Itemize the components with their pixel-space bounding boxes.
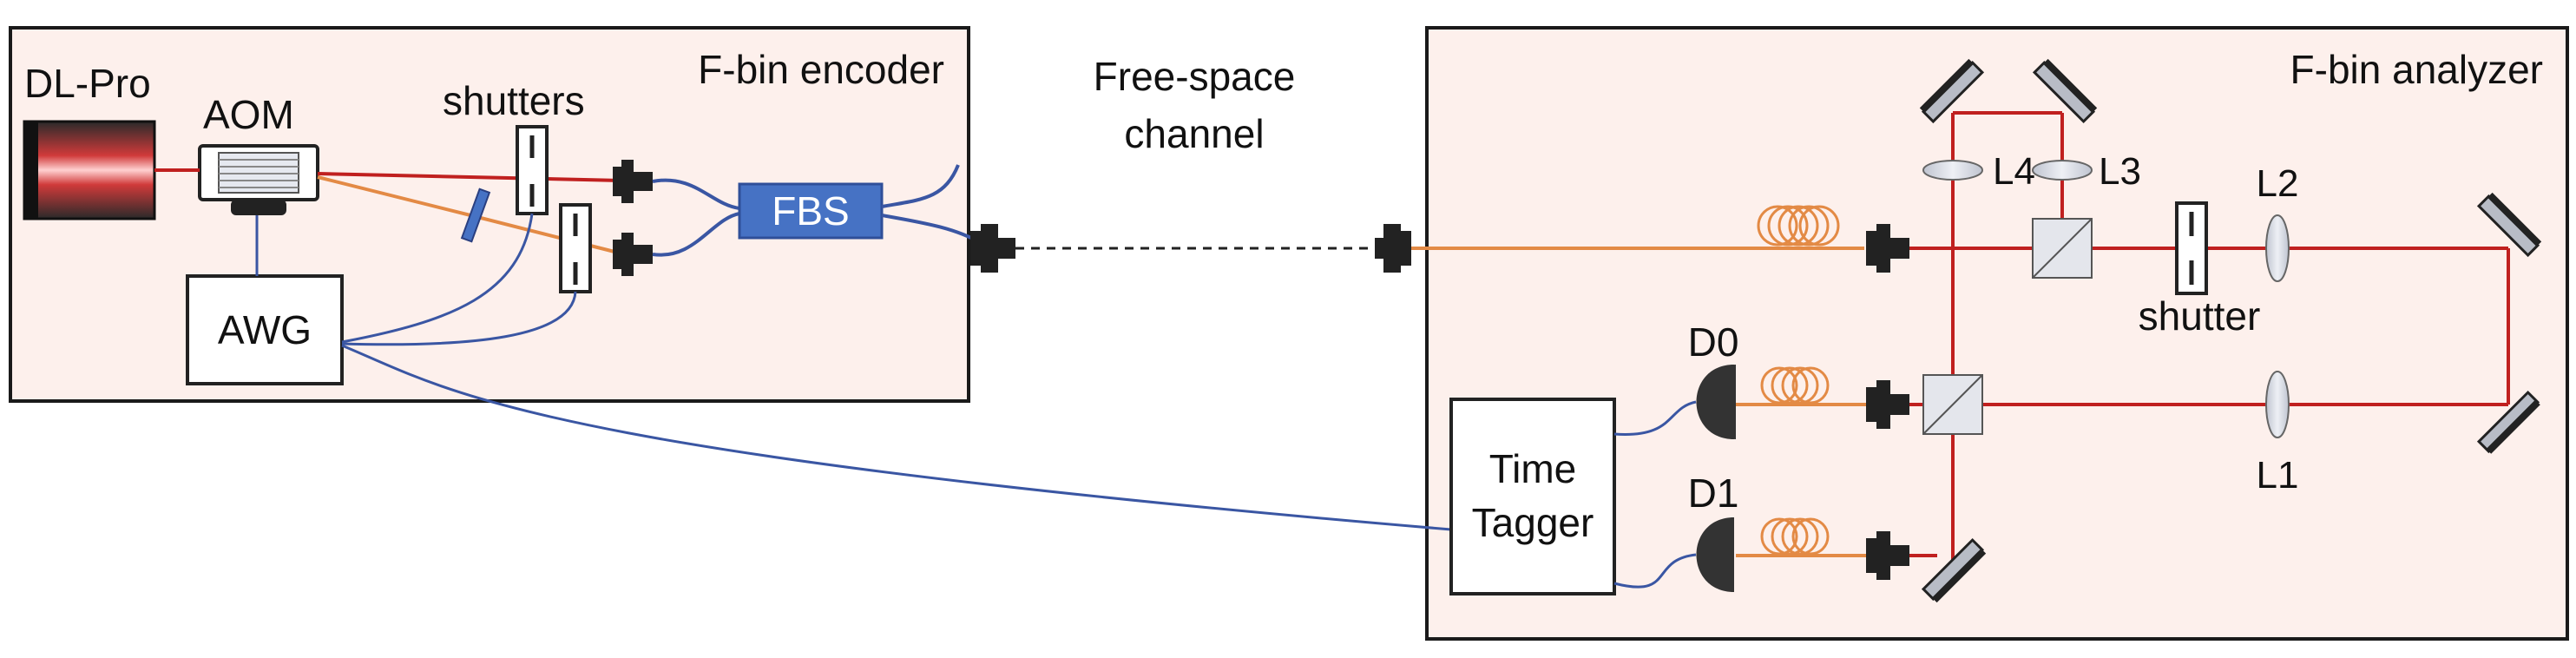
mirror-right-lower xyxy=(2476,390,2540,454)
awg-to-time-tagger-cable xyxy=(341,344,1452,531)
mirror-bottom xyxy=(1921,537,1987,603)
awg-box xyxy=(186,274,344,385)
shutter-upper xyxy=(516,125,549,215)
shutter-lower xyxy=(559,203,592,293)
mirror-top-right xyxy=(2032,58,2098,124)
aom-modulator xyxy=(198,144,319,215)
analyzer-input-coupler xyxy=(1866,224,1909,273)
fiber-lower-to-fbs xyxy=(652,212,740,257)
channel-coupler-tx xyxy=(970,224,1015,273)
fiber-coil-d1 xyxy=(1760,517,1830,556)
aom-label: AOM xyxy=(203,92,294,137)
lens-label-l3: L3 xyxy=(2099,150,2141,193)
awg-label: AWG xyxy=(218,307,312,352)
fiber-coil-input xyxy=(1757,205,1840,247)
fiber-upper-to-fbs xyxy=(652,178,740,210)
detector-label-d0: D0 xyxy=(1688,319,1739,365)
lens-l2 xyxy=(2265,214,2290,282)
fbs-box xyxy=(738,182,884,240)
lens-label-l2: L2 xyxy=(2257,162,2299,205)
channel-label-line2: channel xyxy=(1124,111,1264,156)
beam-splitter-upper xyxy=(2032,218,2093,279)
lens-l1 xyxy=(2265,371,2290,438)
mirror-top-left xyxy=(1919,58,1985,124)
awg-to-shutter-lower-cable xyxy=(341,291,577,346)
time-tagger-label-line2: Tagger xyxy=(1472,500,1594,545)
analyzer-title: F-bin analyzer xyxy=(2290,47,2543,92)
fiber-coupler-lower xyxy=(613,233,653,276)
detector-label-d1: D1 xyxy=(1688,470,1739,516)
lens-label-l4: L4 xyxy=(1993,150,2035,193)
d0-to-tagger-cable xyxy=(1613,400,1697,436)
interferometer-beams xyxy=(1909,111,2510,575)
fiber-coil-d0 xyxy=(1760,366,1830,405)
time-tagger-label-line1: Time xyxy=(1489,446,1577,491)
output-coupler-d0 xyxy=(1866,380,1909,429)
zero-order-beam xyxy=(317,172,622,182)
lens-l4 xyxy=(1922,160,1983,181)
fiber-coupler-upper xyxy=(613,160,653,203)
analyzer-panel xyxy=(1425,26,2569,641)
analyzer-shutter xyxy=(2175,201,2208,295)
lens-l3 xyxy=(2032,160,2093,181)
fbs-label: FBS xyxy=(772,188,849,234)
channel-label-line1: Free-space xyxy=(1094,54,1296,99)
beam-splitter-lower xyxy=(1922,374,1983,435)
encoder-title: F-bin encoder xyxy=(698,47,944,92)
detector-d0 xyxy=(1696,365,1736,439)
mirror-right-upper xyxy=(2476,192,2542,258)
analyzer-shutter-label: shutter xyxy=(2139,293,2261,339)
awg-to-shutter-upper-cable xyxy=(341,213,534,344)
output-coupler-d1 xyxy=(1866,531,1909,580)
laser-dl-pro xyxy=(23,120,156,220)
shutters-label: shutters xyxy=(443,78,585,123)
fbs-output-upper xyxy=(881,164,960,208)
lens-label-l1: L1 xyxy=(2257,454,2299,497)
encoder-mirror xyxy=(460,188,491,243)
laser-label: DL-Pro xyxy=(24,61,151,106)
d1-to-tagger-cable xyxy=(1613,553,1697,589)
time-tagger-box xyxy=(1449,398,1616,595)
channel-coupler-rx xyxy=(1375,224,1411,273)
detector-d1 xyxy=(1696,517,1734,592)
